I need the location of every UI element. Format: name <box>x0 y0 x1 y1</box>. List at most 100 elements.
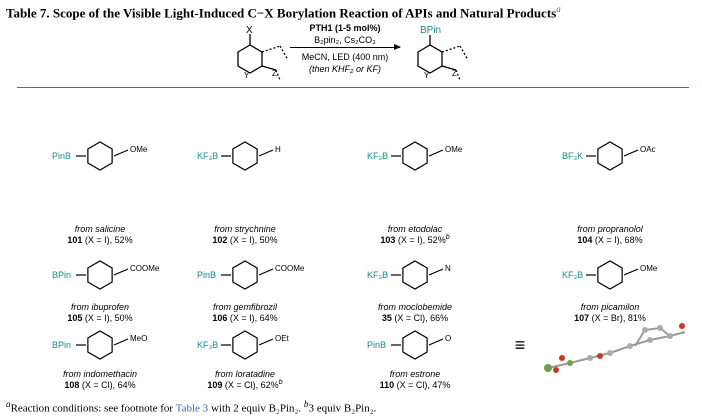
substituent-label: OEt <box>275 334 290 343</box>
chemical-structure: KF₃B N <box>367 260 451 290</box>
compound-entry: BF₃K OAc from propranolol 104 (X = I), 6… <box>540 90 680 245</box>
crystal-structure-image <box>544 323 686 373</box>
compound-number: 106 <box>212 313 228 323</box>
boron-group-label: PinB <box>52 151 71 161</box>
reaction-arrow <box>290 44 401 50</box>
boron-group-label: KF₃B <box>367 151 388 161</box>
boron-group-label: PinB <box>367 340 386 350</box>
chemical-structure: PinB COOMe <box>197 260 305 290</box>
footnote-mark: b <box>278 379 283 386</box>
title-text: Table 7. Scope of the Visible Light-Indu… <box>6 5 557 21</box>
compound-number: 102 <box>212 235 228 245</box>
source-drug: from salicine <box>74 224 126 234</box>
workup: (then KHF₂ or KF) <box>309 64 381 74</box>
compound-number: 104 <box>577 235 593 245</box>
footnote-text: with 2 equiv B₂Pin₂. <box>208 402 304 415</box>
compound-caption: 102 (X = I), 50% <box>175 234 315 245</box>
catalyst: PTH1 (1-5 mol%) <box>309 23 381 33</box>
compound-entry: PinB OMe from salicine 101 (X = I), 52% <box>30 90 170 245</box>
compound-entry: KF₃B OMe from etodolac 103 (X = I), 52%b <box>345 90 485 245</box>
table-3-link[interactable]: Table 3 <box>175 402 209 415</box>
footnote-mark: b <box>445 234 450 241</box>
y-label: Y <box>244 71 250 80</box>
chemical-structure: KF₃B H <box>197 141 281 171</box>
reaction-structures: X Y Z BPin Y Z <box>237 25 469 81</box>
yield: (X = I), 52% <box>395 235 446 245</box>
substituent-label: OMe <box>640 264 658 273</box>
compound-entry: BPin COOMe from ibuprofen 105 (X = I), 5… <box>30 250 170 323</box>
compound-caption: 101 (X = I), 52% <box>30 234 170 245</box>
chemical-structure: BPin MeO <box>52 330 147 360</box>
source-drug: from ibuprofen <box>70 302 130 312</box>
aromatic-ring <box>597 260 623 290</box>
conditions-bottom: MeCN, LED (400 nm) (then KHF₂ or KF) <box>290 51 400 75</box>
compound-number: 110 <box>379 380 395 390</box>
boron-group-label: PinB <box>197 270 216 280</box>
equivalence-symbol: ≡ <box>514 335 526 355</box>
compound-entry: KF₃B OMe from picamilon 107 (X = Br), 81… <box>540 250 680 323</box>
compound-caption: 106 (X = I), 64% <box>175 312 315 323</box>
aromatic-ring <box>87 330 113 360</box>
chemical-structure: KF₃B OEt <box>197 330 290 360</box>
aromatic-ring <box>232 330 258 360</box>
yield: (X = I), 50% <box>82 313 133 323</box>
yield: (X = I), 52% <box>82 235 133 245</box>
aromatic-ring <box>402 260 428 290</box>
source-drug: from strychnine <box>214 224 276 234</box>
footnote-mark-a: a <box>6 399 11 409</box>
conditions-top: PTH1 (1-5 mol%) B₂pin₂, Cs₂CO₃ <box>290 22 400 46</box>
yield: (X = I), 64% <box>227 313 278 323</box>
boron-group-label: BF₃K <box>562 151 583 161</box>
source-drug: from picamilon <box>580 302 640 312</box>
yield: (X = Br), 81% <box>589 313 646 323</box>
compound-entry: KF₃B N from moclobemide 35 (X = Cl), 66% <box>345 250 485 323</box>
compound-entry: KF₃B H from strychnine 102 (X = I), 50% <box>175 90 315 245</box>
substituent-label: OAc <box>640 145 656 154</box>
chemical-structure: PinB OMe <box>52 141 148 171</box>
source-drug: from loratadine <box>214 369 276 379</box>
product <box>417 35 469 81</box>
substituent-label: H <box>275 145 281 154</box>
compound-caption: 105 (X = I), 50% <box>30 312 170 323</box>
substituent-label: COOMe <box>130 264 160 273</box>
table-title: Table 7. Scope of the Visible Light-Indu… <box>6 4 561 21</box>
compound-caption: 110 (X = Cl), 47% <box>345 379 485 390</box>
source-drug: from gemfibrozil <box>212 302 277 312</box>
chemical-structure: BF₃K OAc <box>562 141 656 171</box>
compound-number: 103 <box>380 235 396 245</box>
yield: (X = I), 68% <box>592 235 643 245</box>
aromatic-ring <box>597 141 623 171</box>
substituent-label: N <box>445 264 451 273</box>
starting-material <box>237 34 289 81</box>
boron-group-label: KF₃B <box>197 151 218 161</box>
compound-number: 105 <box>67 313 83 323</box>
substituent-label: COOMe <box>275 264 305 273</box>
z-label: Z <box>452 69 457 78</box>
sm-x-label: X <box>246 25 253 36</box>
boron-group-label: BPin <box>52 340 71 350</box>
aromatic-ring <box>402 330 428 360</box>
boron-group-label: BPin <box>52 270 71 280</box>
y-label: Y <box>424 71 430 80</box>
reagents: B₂pin₂, Cs₂CO₃ <box>314 35 376 45</box>
boron-group-label: KF₃B <box>197 340 218 350</box>
compound-entry: PinB COOMe from gemfibrozil 106 (X = I),… <box>175 250 315 323</box>
table-footnote: aReaction conditions: see footnote for T… <box>6 399 376 415</box>
yield: (X = I), 50% <box>227 235 278 245</box>
compound-entry: PinB O from estrone 110 (X = Cl), 47% <box>345 323 485 390</box>
compound-caption: 107 (X = Br), 81% <box>540 312 680 323</box>
compound-entry: BPin MeO from indomethacin 108 (X = Cl),… <box>30 323 170 390</box>
compound-number: 107 <box>574 313 590 323</box>
boron-group-label: KF₃B <box>367 270 388 280</box>
footnote-mark-b: b <box>303 399 309 409</box>
compound-number: 101 <box>67 235 83 245</box>
compound-entry: KF₃B OEt from loratadine 109 (X = Cl), 6… <box>175 323 315 390</box>
chemical-structure: PinB O <box>367 330 451 360</box>
compound-number: 108 <box>64 380 80 390</box>
compound-caption: 108 (X = Cl), 64% <box>30 379 170 390</box>
yield: (X = Cl), 64% <box>79 380 136 390</box>
footnote-text: 3 equiv B₂Pin₂. <box>308 402 377 415</box>
source-drug: from propranolol <box>577 224 643 234</box>
chemical-structure: KF₃B OMe <box>367 141 463 171</box>
